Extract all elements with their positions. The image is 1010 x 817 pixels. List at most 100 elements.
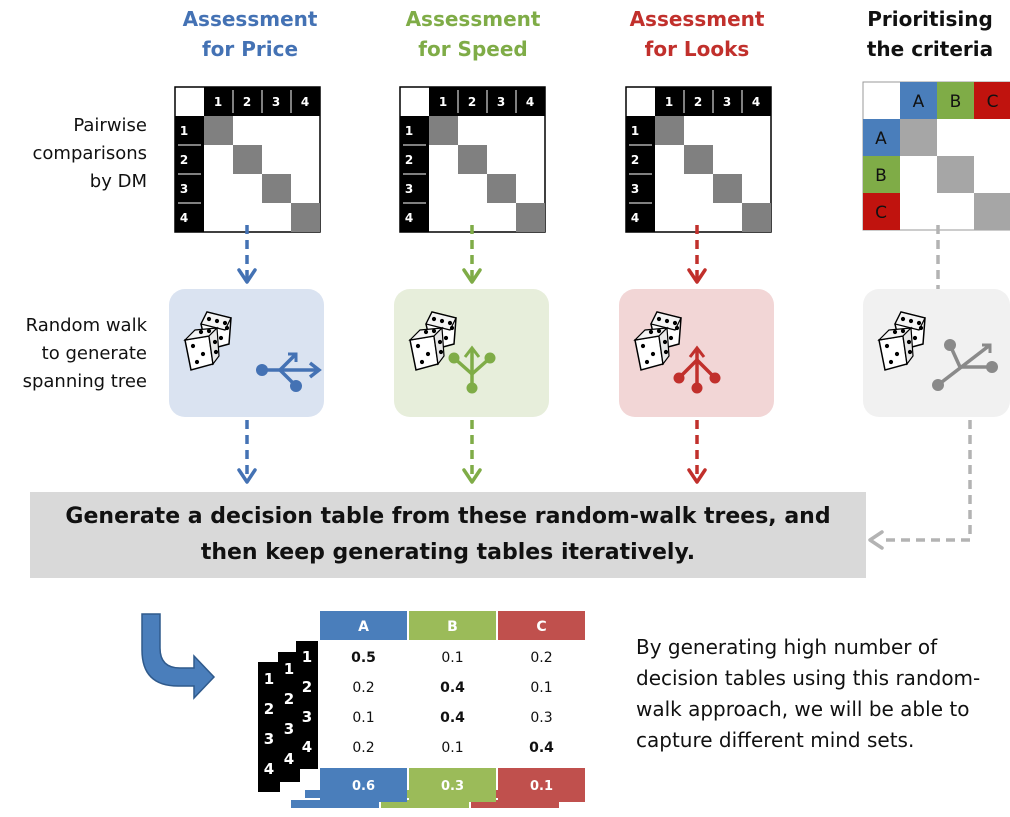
matrix-col-label: 4: [526, 95, 534, 109]
matrix-row-label: 1: [180, 124, 188, 138]
die-pip: [431, 316, 437, 322]
arrow-price-to-banner: [237, 420, 257, 484]
die-pip: [656, 316, 662, 322]
label-random-walk: Random walk to generate spanning tree: [0, 312, 147, 396]
die-pip: [644, 359, 650, 365]
die-pip: [200, 351, 206, 357]
matrix-col-label: 3: [497, 95, 505, 109]
die-pip: [438, 349, 444, 355]
die-pip: [214, 318, 220, 324]
die-pip: [668, 335, 674, 341]
die-pip: [672, 320, 678, 326]
arrow-head: [462, 468, 482, 484]
die-pip: [640, 343, 646, 349]
matrix-col-label: 3: [272, 95, 280, 109]
decision-table-cell: 0.3: [530, 710, 552, 726]
matrix-col-label: 1: [439, 95, 447, 109]
decision-table-header-a: [320, 611, 407, 640]
die-pip: [447, 320, 453, 326]
arrow-head: [687, 268, 707, 284]
decision-table-row-label: 4: [302, 738, 312, 756]
die-pip: [894, 351, 900, 357]
tree-node: [986, 361, 998, 373]
arrow-head: [868, 530, 884, 550]
random-walk-box-criteria: [863, 289, 1010, 417]
matrix-row-label: 4: [631, 211, 639, 225]
die-pip: [650, 351, 656, 357]
matrix-row-label: 4: [405, 211, 413, 225]
matrix-diagonal-cell: [742, 203, 771, 232]
die-pip: [194, 359, 200, 365]
decision-table-cell: 0.1: [530, 680, 552, 696]
decision-table-total: 0.6: [352, 779, 375, 794]
matrix-row-label: 3: [405, 182, 413, 196]
stack-row-label: 1: [264, 670, 274, 688]
tree-node: [932, 379, 944, 391]
die-pip: [423, 329, 429, 335]
tree-node: [256, 364, 268, 376]
decision-table-row-label: 3: [302, 708, 312, 726]
stack-row-label: 4: [284, 750, 294, 768]
decision-table-cell: 0.4: [440, 710, 465, 726]
matrix-diagonal-cell: [262, 174, 291, 203]
matrix-diagonal-cell: [487, 174, 516, 203]
die-pip: [906, 339, 912, 345]
matrix-col-label: 2: [243, 95, 251, 109]
banner: Generate a decision table from these ran…: [30, 492, 866, 578]
criteria-col-label: B: [950, 92, 962, 112]
die-pip: [213, 349, 219, 355]
decision-table-cell: 0.5: [351, 650, 376, 666]
matrix-col-label: 4: [752, 95, 760, 109]
decision-table-total: 0.3: [441, 779, 464, 794]
die-pip: [662, 339, 668, 345]
decision-table-cell: 0.2: [530, 650, 552, 666]
matrix-diagonal-cell: [291, 203, 320, 232]
stack-label-bg: [278, 652, 300, 782]
die-pip: [443, 335, 449, 341]
die-pip: [900, 316, 906, 322]
decision-table-row-label: 2: [302, 678, 312, 696]
die-pip: [908, 318, 914, 324]
die-pip: [212, 339, 218, 345]
die-pip: [912, 335, 918, 341]
arrow-head: [237, 268, 257, 284]
matrix-diagonal-cell: [458, 145, 487, 174]
dice-icon: [877, 311, 926, 371]
die-pip: [431, 328, 437, 334]
matrix-col-label: 3: [723, 95, 731, 109]
decision-table-total-bg: [320, 768, 407, 802]
decision-table-header-label: B: [447, 619, 458, 635]
die-front-side: [208, 326, 220, 366]
die-pip: [884, 343, 890, 349]
stack-total-a: [291, 800, 379, 808]
matrix-col-label: 1: [665, 95, 673, 109]
decision-table-cell: 0.4: [440, 680, 465, 696]
decision-table-cell: 0.2: [352, 740, 374, 756]
matrix-row-label: 3: [631, 182, 639, 196]
die-front-side: [658, 326, 670, 366]
title-speed: Assessment for Speed: [383, 4, 563, 64]
tree-node: [944, 339, 956, 351]
title-looks: Assessment for Looks: [607, 4, 787, 64]
explanation-note: By generating high number of decision ta…: [636, 635, 981, 752]
matrix-row-label: 3: [180, 182, 188, 196]
die-pip: [419, 359, 425, 365]
title-prioritising-line1: Prioritising: [867, 7, 993, 31]
matrix-row-label: 2: [405, 153, 413, 167]
die-pip: [437, 339, 443, 345]
decision-table-total-bg: [409, 768, 496, 802]
spanning-tree-icon: [673, 345, 721, 394]
arrow-criteria-to-banner: [868, 420, 972, 550]
title-price-line2: for Price: [201, 37, 299, 61]
label-pairwise: Pairwise comparisons by DM: [0, 112, 147, 196]
dice-icon: [408, 311, 457, 371]
matrix-diagonal-cell: [429, 116, 458, 145]
banner-line1: Generate a decision table from these ran…: [65, 504, 831, 529]
decision-table-header-label: A: [358, 619, 369, 635]
die-front-side: [902, 326, 914, 366]
curved-arrow-shape: [141, 613, 216, 700]
